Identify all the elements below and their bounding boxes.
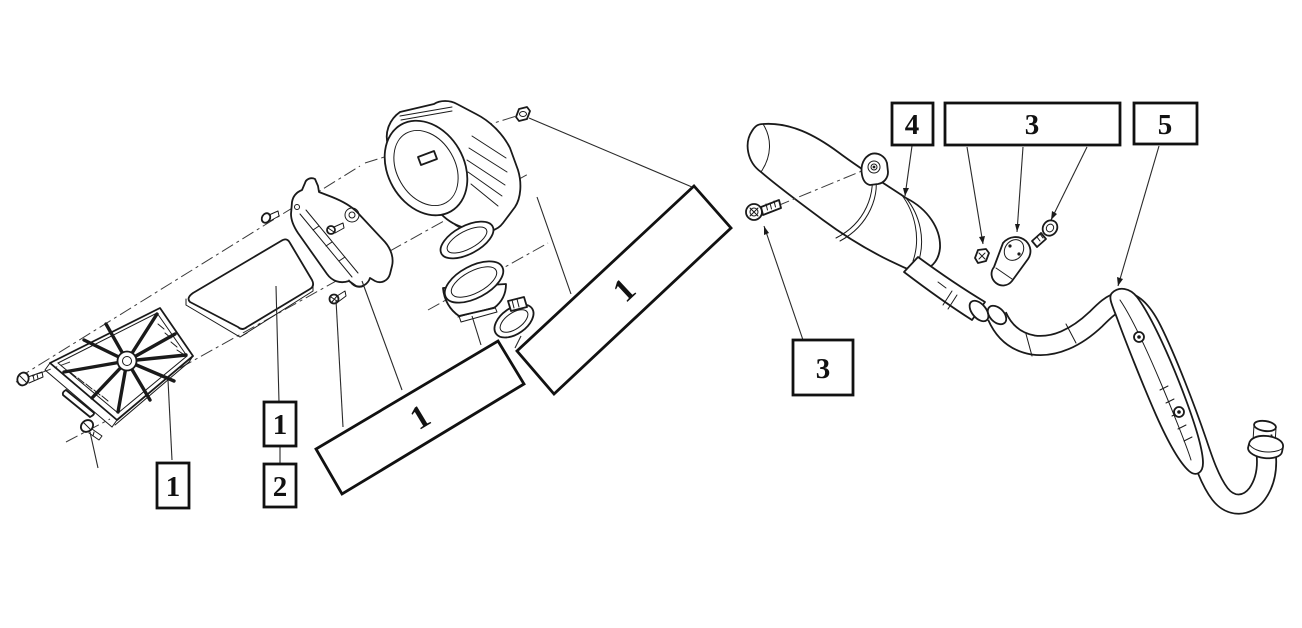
callout-boxes: 1 1 2 3 4 3 5: [155, 101, 1199, 510]
airbox-louvers: [466, 135, 508, 207]
muffler-bracket-tab: [860, 152, 889, 186]
callout-foam-number: 2: [273, 471, 288, 503]
grille-screw-bottom: [79, 419, 103, 441]
callout-foam[interactable]: 2: [262, 462, 298, 509]
intake-boot: [439, 220, 507, 323]
callout-header-pipe-number: 5: [1158, 109, 1173, 141]
hose-clamp-screw: [507, 296, 528, 312]
airbox-bracket-plate: [290, 177, 394, 288]
header-pipe: [986, 287, 1284, 515]
small-screw-lower: [328, 290, 347, 305]
callout-muffler-bolt[interactable]: 3: [791, 338, 855, 397]
foam-filter-element: [185, 238, 315, 338]
grille-screw-left: [16, 371, 44, 387]
grille-handle: [61, 389, 95, 418]
muffler: [745, 122, 990, 323]
label-plate-left[interactable]: 1: [314, 339, 526, 496]
callout-muffler-bolt-number: 3: [816, 353, 831, 385]
airbox-boss: [417, 150, 438, 166]
muffler-outlet-pipe: [903, 256, 986, 321]
callout-clamp-hardware[interactable]: 3: [943, 101, 1122, 147]
header-pipe-inlet: [986, 304, 1008, 326]
callout-muffler-bracket-number: 4: [905, 109, 920, 141]
callout-clamp-hardware-number: 3: [1025, 109, 1040, 141]
airbox-housing: [383, 100, 522, 237]
callout-grille[interactable]: 1: [155, 461, 191, 510]
hose-clamp: [493, 296, 535, 339]
heat-shield: [1109, 287, 1204, 475]
exhaust-flange: [1247, 419, 1284, 460]
clamp-nut: [974, 248, 990, 264]
exhaust-clamp: [990, 236, 1032, 287]
callout-muffler-bracket[interactable]: 4: [890, 101, 935, 147]
leader-lines: [89, 117, 1160, 469]
callout-header-pipe[interactable]: 5: [1132, 101, 1199, 146]
label-plate-right[interactable]: 1: [515, 183, 733, 397]
callout-foam-assembly[interactable]: 1: [262, 400, 298, 448]
muffler-bolt: [745, 199, 782, 221]
grille-mesh-texture: [69, 323, 184, 402]
bracket-screw: [326, 222, 345, 235]
small-screw-upper: [260, 210, 280, 224]
clamp-bolt: [1031, 219, 1059, 248]
callout-foam-assembly-number: 1: [273, 409, 288, 441]
exhaust-clamp-hardware: [974, 219, 1059, 287]
airbox-nut: [515, 106, 531, 122]
callout-grille-number: 1: [166, 471, 181, 503]
air-filter-grille: [44, 307, 194, 428]
